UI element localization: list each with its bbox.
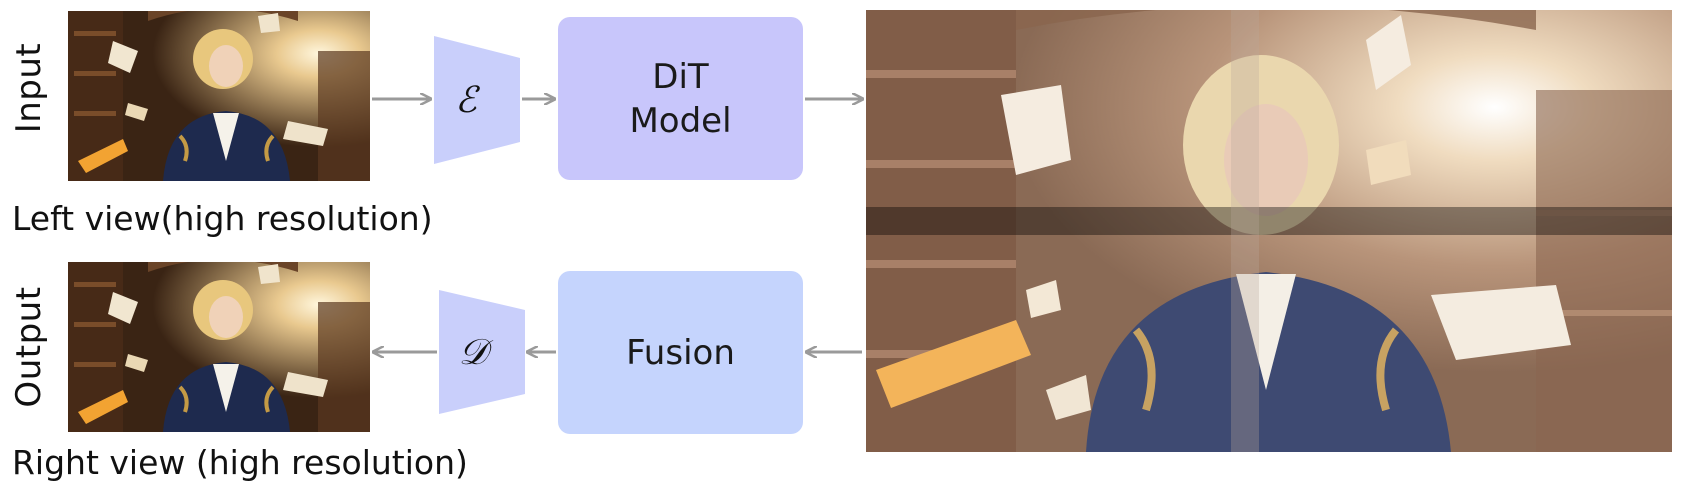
input-image (68, 11, 370, 181)
dit-model-block: DiT Model (558, 17, 803, 180)
dit-subtitle: Model (629, 100, 732, 141)
fusion-label: Fusion (626, 332, 735, 373)
encoder-symbol: ℰ (455, 80, 480, 121)
right-view-caption: Right view (high resolution) (12, 443, 468, 482)
tiled-latent-image (866, 10, 1672, 452)
output-label: Output (9, 286, 49, 408)
fusion-block: Fusion (558, 271, 803, 434)
encoder-block: ℰ (434, 36, 520, 164)
left-view-caption: Left view(high resolution) (12, 199, 433, 238)
input-label: Input (9, 42, 49, 134)
decoder-block: 𝒟 (439, 290, 525, 414)
dit-title: DiT (652, 56, 709, 97)
output-image (68, 262, 370, 432)
